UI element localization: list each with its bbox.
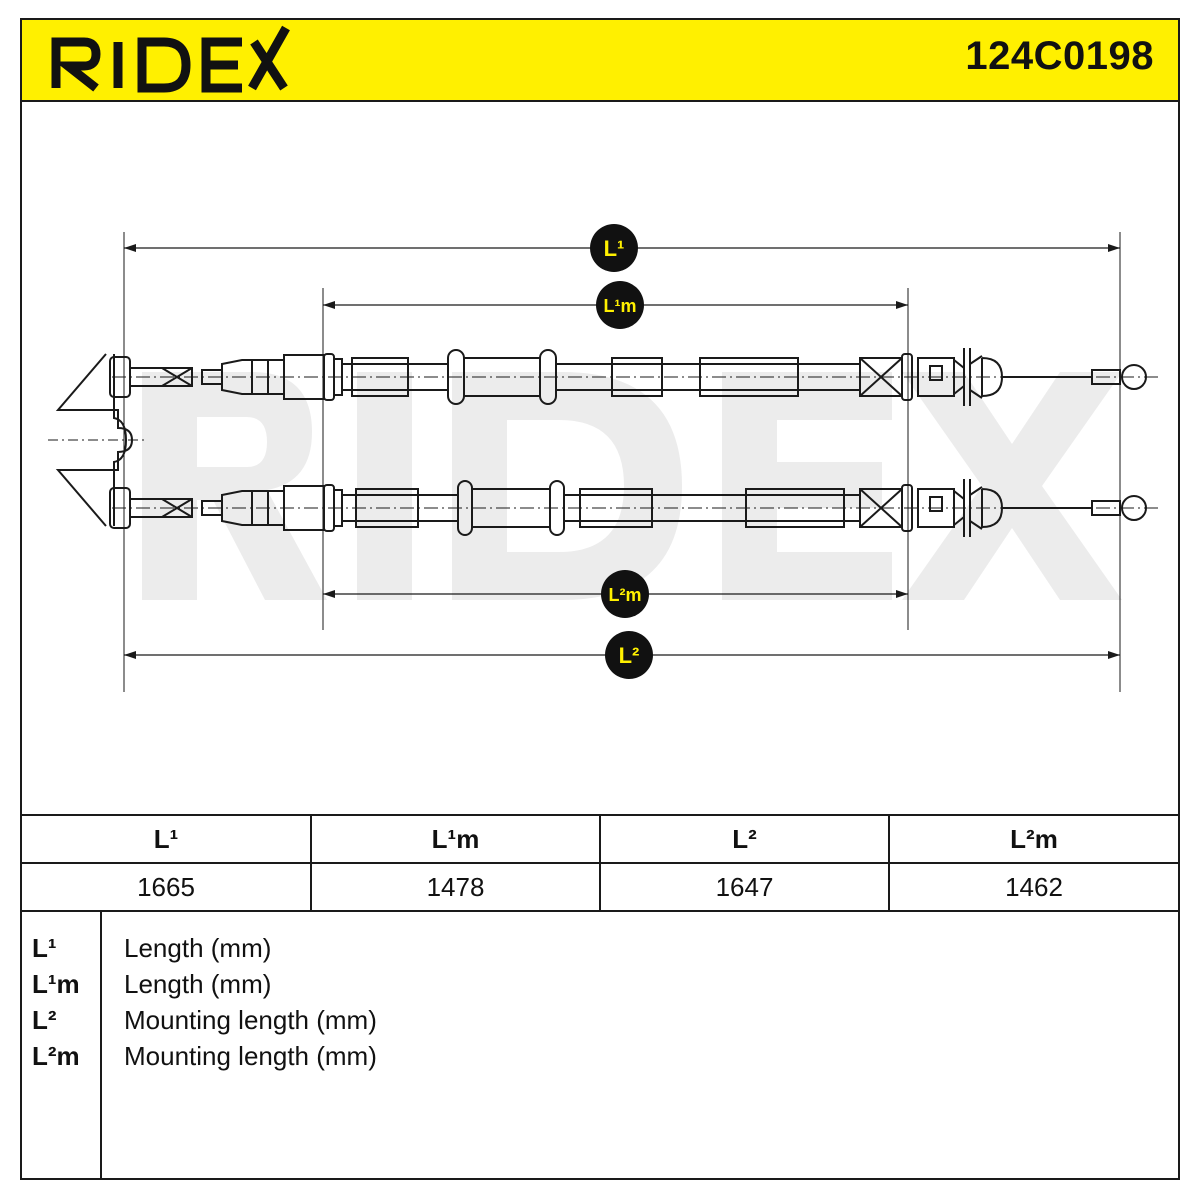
legend-key: L² bbox=[32, 1005, 57, 1035]
product-sheet: 124C0198 bbox=[20, 18, 1180, 1180]
table-header-cell: L¹ bbox=[22, 814, 312, 864]
svg-text:L²m: L²m bbox=[609, 585, 642, 605]
table-cell: 1647 bbox=[599, 862, 890, 912]
dimension-badge-l1: L¹ bbox=[590, 224, 638, 272]
table-cell: 1478 bbox=[310, 862, 601, 912]
svg-text:L¹m: L¹m bbox=[604, 296, 637, 316]
legend-description: Mounting length (mm) bbox=[124, 1041, 377, 1071]
part-number: 124C0198 bbox=[965, 34, 1154, 78]
legend-key: L²m bbox=[32, 1041, 80, 1071]
legend-description: Mounting length (mm) bbox=[124, 1005, 377, 1035]
dimension-badge-l2: L² bbox=[605, 631, 653, 679]
table-header-cell: L² bbox=[599, 814, 890, 864]
technical-drawing: L¹ L¹m L²m L² bbox=[22, 102, 1178, 814]
svg-text:L²: L² bbox=[619, 643, 640, 668]
legend-key: L¹ bbox=[32, 933, 57, 963]
cable-lower bbox=[109, 479, 1162, 537]
legend: L¹ L¹m L² L²m Length (mm) Length (mm) Mo… bbox=[22, 910, 1178, 1180]
table-cell: 1462 bbox=[888, 862, 1178, 912]
table-header-row: L¹ L¹m L² L²m bbox=[22, 814, 1178, 864]
legend-description: Length (mm) bbox=[124, 969, 272, 999]
dimension-badge-l1m: L¹m bbox=[596, 281, 644, 329]
legend-descriptions: Length (mm) Length (mm) Mounting length … bbox=[124, 912, 377, 1074]
dimension-arrows bbox=[124, 244, 1120, 659]
legend-key: L¹m bbox=[32, 969, 80, 999]
cable-drawing: L¹ L¹m L²m L² bbox=[48, 224, 1162, 692]
mounting-bracket bbox=[48, 353, 146, 527]
svg-text:L¹: L¹ bbox=[604, 236, 625, 261]
table-header-cell: L²m bbox=[888, 814, 1178, 864]
watermark-logo bbox=[142, 372, 1122, 600]
table-row: 1665 1478 1647 1462 bbox=[22, 862, 1178, 912]
table-cell: 1665 bbox=[22, 862, 312, 912]
legend-keys: L¹ L¹m L² L²m bbox=[22, 912, 102, 1180]
dimension-badge-l2m: L²m bbox=[601, 570, 649, 618]
cable-upper bbox=[109, 348, 1162, 406]
header-bar: 124C0198 bbox=[22, 20, 1178, 102]
brand-logo bbox=[51, 25, 290, 93]
table-header-cell: L¹m bbox=[310, 814, 601, 864]
legend-description: Length (mm) bbox=[124, 933, 272, 963]
dimensions-table: L¹ L¹m L² L²m 1665 1478 1647 1462 bbox=[22, 814, 1178, 912]
